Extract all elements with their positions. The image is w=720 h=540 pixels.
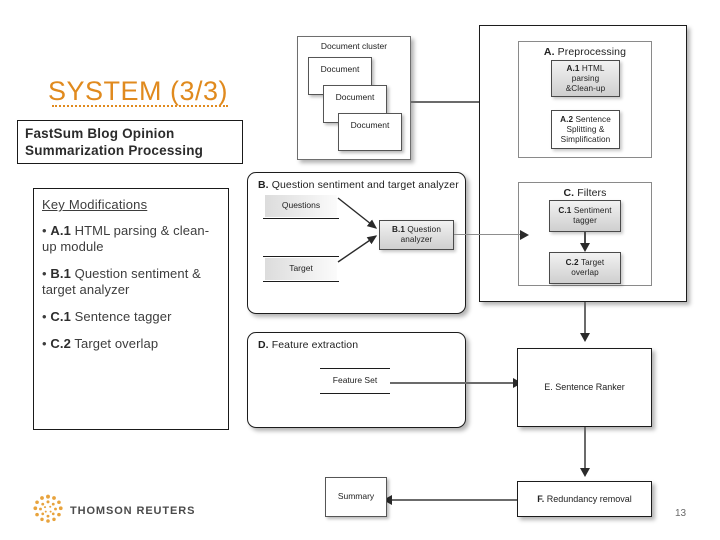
section-b-label: B. Question sentiment and target analyze… (258, 179, 459, 191)
section-d-label: D. Feature extraction (258, 339, 359, 351)
section-e-sentence-ranker-box: E. Sentence Ranker (517, 348, 652, 427)
key-modification-item: • B.1 Question sentiment & target analyz… (42, 266, 201, 297)
section-a-label: A. Preprocessing (543, 46, 627, 58)
document-sheet-label: Document (320, 64, 360, 74)
arrowhead-into-summary (383, 495, 392, 505)
section-d-box: D. Feature extraction (247, 332, 466, 428)
page-number: 13 (675, 508, 687, 519)
bullet-glyph: • (42, 266, 51, 281)
module-b1-text: B.1 Question analyzer (392, 225, 441, 244)
module-c1-text: C.1 Sentiment tagger (558, 206, 612, 225)
target-rule-top (263, 256, 339, 257)
feature-set-rule-bottom (320, 393, 390, 394)
section-e-label: E. Sentence Ranker (544, 382, 625, 392)
module-a2-sentence-splitting: A.2 Sentence Splitting & Simplification (551, 110, 620, 149)
key-modifications-panel: Key Modifications • A.1 HTML parsing & c… (33, 188, 229, 430)
subtitle-line-2: Summarization Processing (25, 143, 204, 158)
key-modification-item: • A.1 HTML parsing & clean-up module (42, 223, 210, 254)
feature-set-rule-top (320, 368, 390, 369)
arrowhead-into-filters (520, 230, 529, 240)
feature-set-label: Feature Set (332, 375, 378, 385)
title-underline-decoration (52, 105, 228, 107)
target-rule-bottom (263, 281, 339, 282)
module-c2-target-overlap: C.2 Target overlap (549, 252, 621, 284)
brand-wordmark: THOMSON REUTERS (70, 505, 196, 517)
key-modification-item: • C.1 Sentence tagger (42, 309, 172, 324)
module-a1-html-parsing: A.1 HTML parsing &Clean-up (551, 60, 620, 97)
thomson-reuters-dots-icon (33, 494, 63, 523)
section-f-label: F. Redundancy removal (537, 493, 632, 504)
input-questions-label: Questions (281, 200, 321, 210)
module-c1-sentiment-tagger: C.1 Sentiment tagger (549, 200, 621, 232)
bullet-glyph: • (42, 223, 51, 238)
connector-c1-to-c2 (584, 232, 586, 246)
subtitle-box: FastSum Blog Opinion Summarization Proce… (17, 120, 243, 164)
input-questions-cell: Questions (265, 195, 337, 217)
input-target-cell: Target (265, 258, 337, 280)
connector-d-to-sentence-ranker (390, 382, 515, 384)
module-a1-text: A.1 HTML parsing &Clean-up (565, 63, 606, 93)
page-title: SYSTEM (3/3) (48, 76, 229, 106)
document-sheet-label: Document (350, 120, 390, 130)
document-sheet: Document (338, 113, 402, 151)
section-b-diagonal-arrows (337, 197, 378, 263)
module-b1-question-analyzer: B.1 Question analyzer (379, 220, 454, 250)
arrowhead-into-redundancy-removal (580, 468, 590, 477)
connector-filters-to-sentence-ranker (584, 302, 586, 336)
bullet-glyph: • (42, 309, 51, 324)
summary-label: Summary (337, 491, 375, 501)
module-c2-text: C.2 Target overlap (565, 258, 605, 277)
connector-b-to-filters (454, 234, 522, 235)
bullet-glyph: • (42, 336, 51, 351)
module-a2-text: A.2 Sentence Splitting & Simplification (560, 114, 611, 144)
summary-sheet: Summary (325, 477, 387, 517)
section-c-label: C. Filters (563, 187, 607, 199)
input-target-label: Target (289, 263, 313, 273)
subtitle-line-1: FastSum Blog Opinion (25, 126, 175, 141)
key-modification-item: • C.2 Target overlap (42, 336, 159, 351)
document-sheet-label: Document (335, 92, 375, 102)
questions-rule (263, 218, 339, 219)
arrowhead-into-sentence-ranker-top (580, 333, 590, 342)
connector-sentence-ranker-to-redundancy (584, 427, 586, 471)
key-modifications-heading: Key Modifications (42, 197, 148, 212)
document-cluster-label: Document cluster (320, 41, 388, 51)
arrowhead-into-c2 (580, 243, 590, 252)
connector-redundancy-to-summary (386, 499, 517, 501)
connector-cluster-to-preprocessing (411, 101, 499, 103)
section-f-redundancy-removal-box: F. Redundancy removal (517, 481, 652, 517)
